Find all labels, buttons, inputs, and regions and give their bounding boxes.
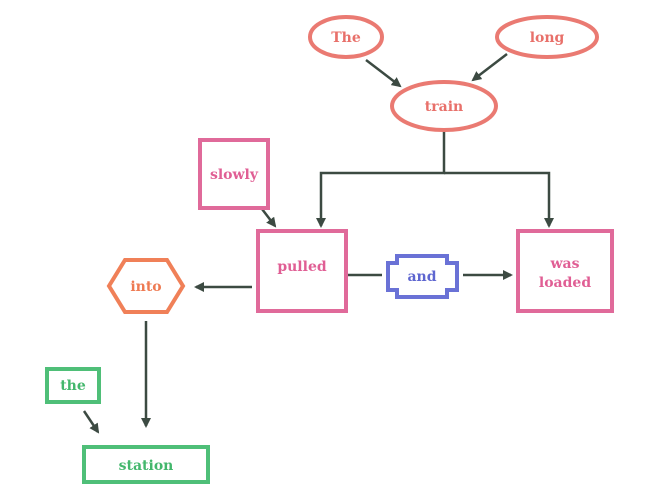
node-long-shape [495,15,599,59]
node-and: and [386,254,459,299]
edge-slowly-to-pulled [261,208,277,228]
node-long: long [495,15,599,59]
edge-the-to-station [82,410,100,434]
node-into-shape [106,258,186,314]
edges [82,53,554,434]
node-was-loaded-label-line1: was [549,256,579,272]
node-the-upper: The [308,15,384,59]
node-the-upper-shape [308,15,384,59]
edge-long-to-train [471,53,508,82]
node-station-label: station [119,458,174,474]
node-the-upper-label: The [331,30,361,46]
edge-the-to-train [365,59,402,88]
node-train-shape [390,80,498,132]
edge-train-to-pulled [316,130,446,228]
node-and-label: and [407,269,436,285]
node-the-lower: the [45,367,101,404]
node-slowly-label: slowly [210,167,259,183]
node-train: train [390,80,498,132]
node-was-loaded-shape [516,229,614,313]
node-and-shape [386,254,459,299]
edge-train-to-was-loaded [444,171,554,228]
node-long-label: long [530,30,565,46]
node-station-shape [82,445,210,484]
node-was-loaded-label-line2: loaded [539,275,591,291]
node-train-label: train [425,99,463,115]
node-the-lower-label: the [60,378,86,394]
node-into: into [106,258,186,314]
node-the-lower-shape [45,367,101,404]
node-slowly: slowly [198,138,270,210]
node-slowly-shape [198,138,270,210]
node-pulled-label: pulled [277,259,327,275]
node-station: station [82,445,210,484]
node-pulled: pulled [256,229,348,313]
node-pulled-shape [256,229,348,313]
node-was-loaded: was loaded [516,229,614,313]
node-into-label: into [130,279,161,295]
